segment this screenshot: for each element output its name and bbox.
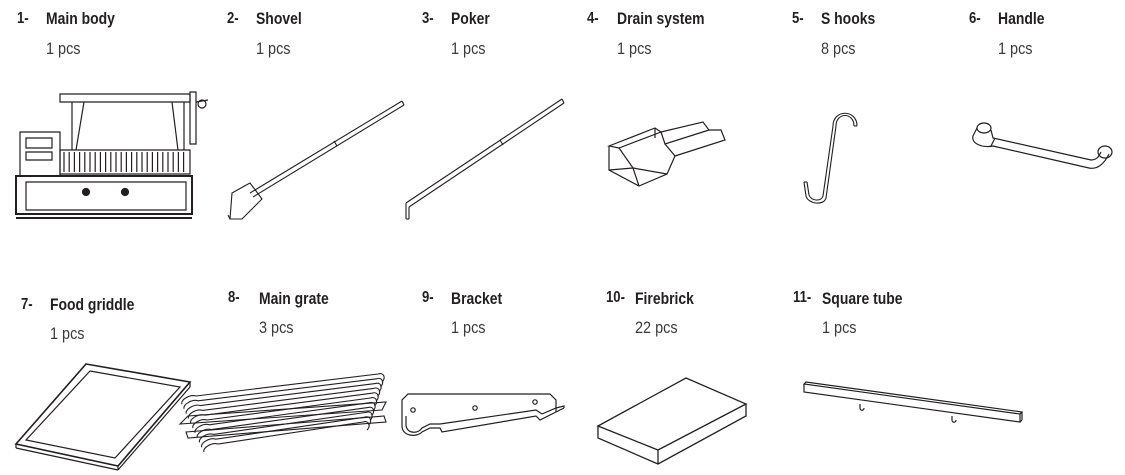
part-name: Main grate [259,289,329,308]
part-number: 6- [969,10,981,27]
part-name: Main body [46,9,115,28]
part-quantity: 1 pcs [50,324,85,343]
part-name: Food griddle [50,295,135,314]
part-quantity: 8 pcs [821,39,856,58]
part-name: S hooks [821,9,876,28]
part-number: 3- [422,10,434,27]
part-name: Shovel [256,9,302,28]
part-number: 8- [228,289,240,306]
grate-rod [197,407,373,437]
grate-rod [204,422,369,452]
grate-rod [186,383,381,413]
part-number: 10- [606,289,625,306]
part-name: Bracket [451,289,503,308]
grate-rod [202,417,371,447]
grate-rod [184,378,383,408]
part-number: 4- [587,10,599,27]
part-quantity: 1 pcs [822,318,857,337]
part-name: Square tube [822,289,903,308]
part-name: Firebrick [635,289,694,308]
main-grate-icon [176,386,391,456]
part-number: 9- [422,289,434,306]
part-number: 1- [17,10,29,27]
part-quantity: 1 pcs [617,39,652,58]
part-quantity: 1 pcs [256,39,291,58]
shovel-icon [222,95,407,225]
poker-icon [402,95,567,225]
part-number: 7- [21,296,33,313]
part-quantity: 22 pcs [635,318,678,337]
grate-rod [188,388,379,418]
part-quantity: 1 pcs [998,39,1033,58]
part-name: Poker [451,9,490,28]
part-quantity: 1 pcs [46,39,81,58]
bracket-icon [396,392,571,442]
grate-rod [182,374,384,404]
part-number: 5- [792,10,804,27]
square-tube-icon [800,380,1025,425]
handle-icon [965,118,1125,188]
main-body-icon [12,88,217,223]
firebrick-icon [594,374,754,469]
part-quantity: 1 pcs [451,39,486,58]
part-name: Drain system [617,9,705,28]
grate-rod [195,402,375,432]
s-hook-icon [798,110,863,208]
part-number: 2- [227,10,239,27]
part-quantity: 3 pcs [259,318,294,337]
drain-system-icon [603,108,733,193]
part-name: Handle [998,9,1045,28]
part-number: 11- [793,289,812,306]
food-griddle-icon [14,360,194,470]
part-quantity: 1 pcs [451,318,486,337]
grate-rod [191,393,379,423]
